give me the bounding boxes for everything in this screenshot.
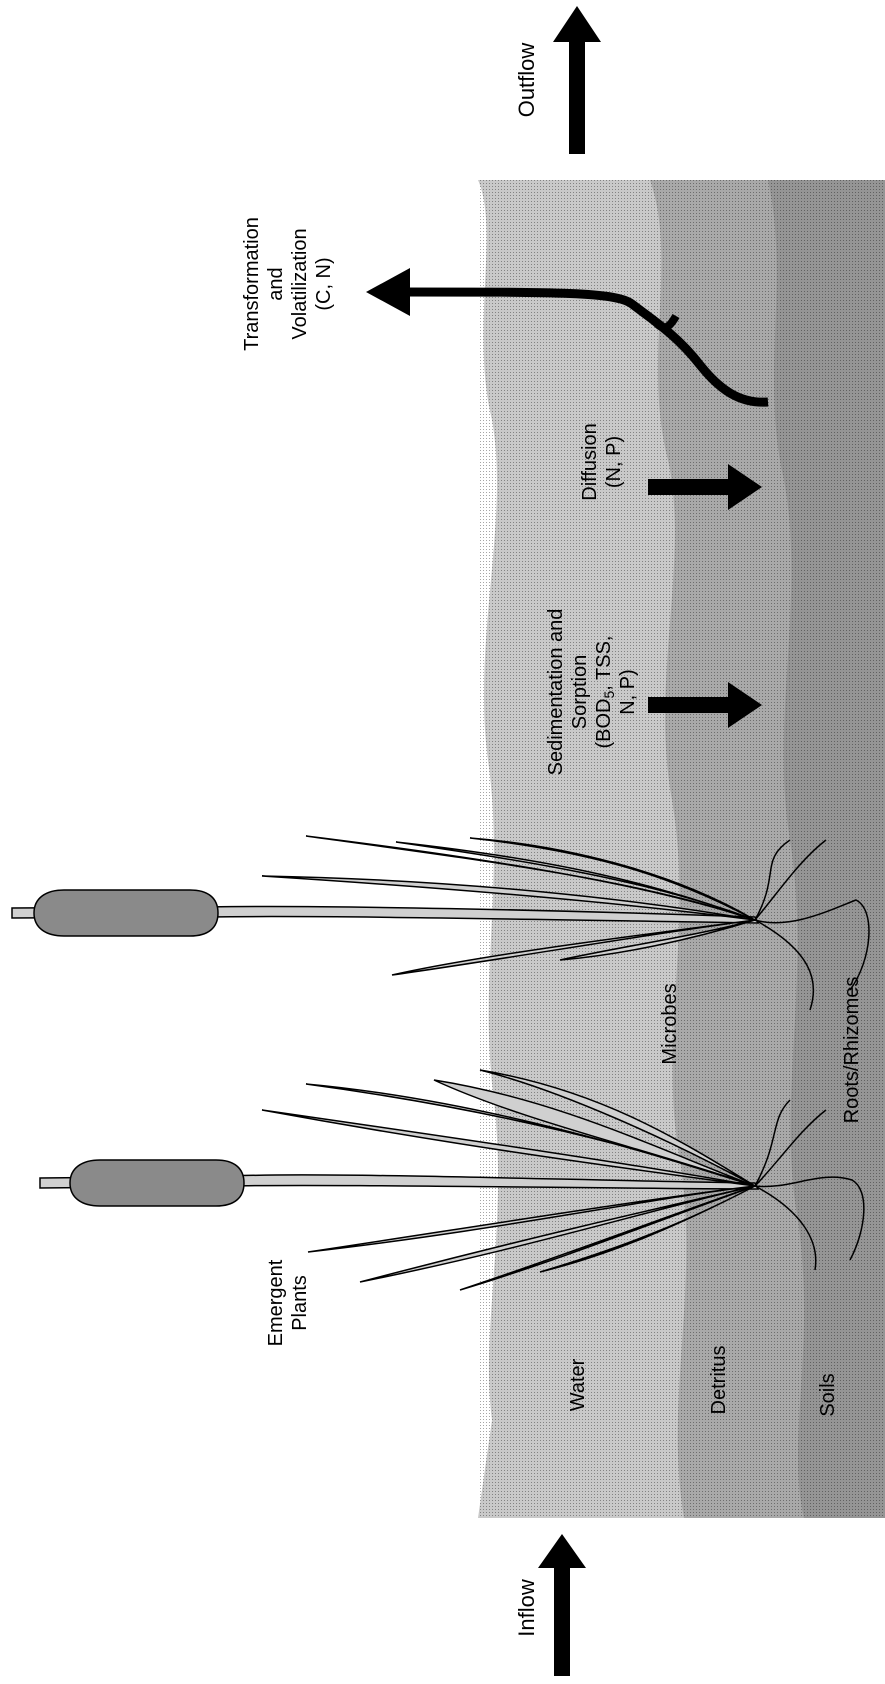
inflow-label: Inflow [514,1579,539,1637]
microbes-label: Microbes [659,983,681,1064]
inflow-arrow [538,1534,586,1676]
emergent-plants-line-1: Emergent [265,1259,287,1346]
bod-subscript: 5 [601,691,617,699]
emergent-plants-label: Emergent Plants [265,1259,311,1346]
arrow-left-icon [366,268,410,316]
transformation-line-3: Volatilization [289,228,311,339]
soils-label: Soils [817,1373,839,1416]
strata-texture [478,180,885,1518]
diffusion-line-2: (N, P) [603,436,625,488]
arrow-up-icon [553,6,601,154]
diffusion-line-1: Diffusion [579,423,601,500]
sedimentation-line-1: Sedimentation and [545,609,567,776]
transformation-line-1: Transformation [241,217,263,351]
cattail-head [70,1160,244,1206]
bod-text: (BOD [593,699,615,749]
bod-rest: , TSS, [593,635,615,690]
cattail-head [34,890,218,936]
arrow-up-icon [538,1534,586,1676]
detritus-label: Detritus [708,1346,730,1415]
transformation-line-2: and [265,267,287,300]
outflow-arrow [553,6,601,154]
strata [478,180,885,1518]
sedimentation-line-4: N, P) [617,669,639,715]
transformation-label: Transformation and Volatilization (C, N) [241,217,335,351]
water-label: Water [567,1358,589,1411]
outflow-label: Outflow [514,43,539,118]
roots-rhizomes-label: Roots/Rhizomes [841,977,863,1124]
transformation-line-4: (C, N) [313,257,335,310]
sedimentation-line-2: Sorption [569,655,591,730]
emergent-plants-line-2: Plants [289,1275,311,1331]
